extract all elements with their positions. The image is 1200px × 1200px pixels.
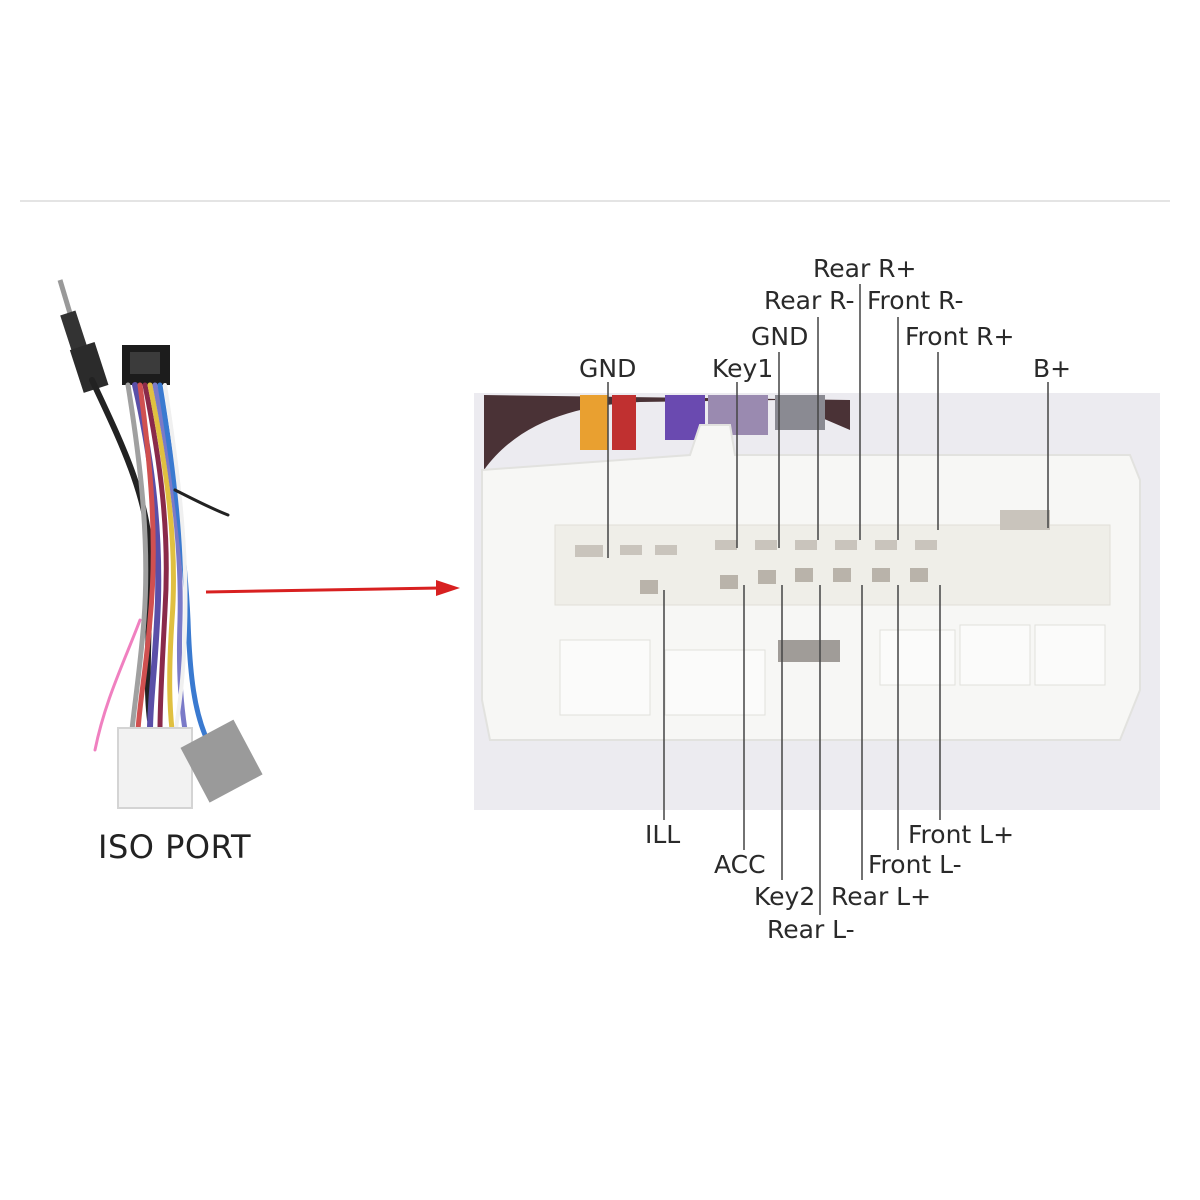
section-divider [20, 200, 1170, 202]
wire-harness-illustration [57, 279, 263, 809]
pin-label-front-l-plus: Front L+ [908, 820, 1015, 849]
pin-label-gnd-left: GND [579, 354, 637, 383]
pin-label-key1: Key1 [712, 354, 774, 383]
pin-label-front-r-minus: Front R- [867, 286, 964, 315]
pin-label-rear-r-plus: Rear R+ [813, 254, 917, 283]
pin-label-front-r-plus: Front R+ [905, 322, 1015, 351]
arrow-icon [205, 580, 460, 596]
grey-plug-icon [180, 719, 263, 803]
pin-label-acc: ACC [714, 850, 766, 879]
pin-label-rear-r-minus: Rear R- [764, 286, 855, 315]
pin-label-rear-l-plus: Rear L+ [831, 882, 932, 911]
leader-lines [607, 284, 1049, 915]
white-plug-icon [117, 727, 193, 809]
connector-photo [474, 393, 1160, 810]
pin-label-gnd-right: GND [751, 322, 809, 351]
audio-jack-icon [57, 279, 109, 393]
pin-label-ill: ILL [645, 820, 681, 849]
pin-label-key2: Key2 [754, 882, 816, 911]
pin-label-front-l-minus: Front L- [868, 850, 962, 879]
pin-label-rear-l-minus: Rear L- [767, 915, 855, 944]
pin-label-b-plus: B+ [1033, 354, 1072, 383]
iso-port-caption: ISO PORT [98, 828, 252, 866]
